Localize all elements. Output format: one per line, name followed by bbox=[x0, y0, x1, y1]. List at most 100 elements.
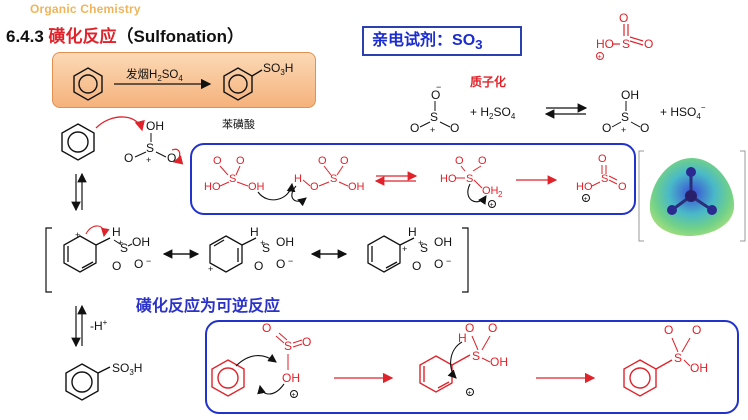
sigma-complex-2 bbox=[209, 235, 257, 273]
svg-text:O: O bbox=[134, 257, 143, 271]
svg-text:O: O bbox=[431, 88, 440, 102]
svg-text:O: O bbox=[236, 155, 245, 167]
svg-text:OH: OH bbox=[482, 185, 499, 197]
svg-text:OH: OH bbox=[146, 119, 164, 133]
svg-text:O: O bbox=[602, 121, 611, 135]
benzene-attacking bbox=[61, 123, 95, 161]
svg-text:+: + bbox=[621, 125, 626, 135]
svg-text:O: O bbox=[488, 321, 497, 335]
svg-text:−: − bbox=[288, 256, 293, 266]
svg-text:S: S bbox=[284, 339, 292, 353]
product-red-substituents: S O O OH bbox=[664, 323, 708, 375]
svg-text:O: O bbox=[318, 155, 327, 167]
svg-text:HO: HO bbox=[440, 173, 457, 185]
svg-text:OH: OH bbox=[276, 235, 294, 249]
svg-text:O: O bbox=[478, 155, 487, 167]
fuming-h2so4: 发烟H bbox=[126, 67, 157, 81]
sulfonation-mechanism-box bbox=[205, 320, 739, 414]
sigma-complex-3 bbox=[367, 235, 415, 273]
protonation-title: 质子化 bbox=[470, 75, 507, 89]
benzene-reactant bbox=[73, 67, 103, 101]
svg-text:SO3H: SO3H bbox=[263, 61, 293, 77]
electrophile-label: 亲电试剂： bbox=[372, 32, 453, 49]
sigma-complex-1 bbox=[63, 235, 111, 273]
svg-text:−: − bbox=[146, 256, 151, 266]
svg-text:+: + bbox=[584, 196, 588, 203]
section-title-cn: 磺化反应 bbox=[48, 27, 117, 46]
deprotonation-label: -H+ bbox=[90, 318, 108, 333]
svg-text:O: O bbox=[262, 321, 271, 335]
svg-text:O: O bbox=[434, 257, 443, 271]
svg-text:O: O bbox=[340, 155, 349, 167]
svg-text:O: O bbox=[598, 153, 607, 165]
svg-text:O: O bbox=[664, 323, 673, 337]
svg-text:+: + bbox=[292, 392, 296, 399]
svg-text:O: O bbox=[276, 257, 285, 271]
svg-text:S: S bbox=[466, 173, 473, 185]
electrophile-subscript: 3 bbox=[475, 37, 483, 53]
svg-text:+ HSO4−: + HSO4− bbox=[660, 103, 706, 121]
svg-text:H: H bbox=[458, 331, 467, 345]
svg-text:O: O bbox=[619, 11, 628, 25]
svg-text:O: O bbox=[618, 181, 627, 193]
benzenesulfonic-acid-name: 苯磺酸 bbox=[222, 117, 255, 131]
svg-text:+: + bbox=[118, 238, 123, 248]
svg-text:H: H bbox=[294, 173, 302, 185]
svg-text:O: O bbox=[310, 181, 319, 193]
svg-text:S: S bbox=[472, 349, 480, 363]
svg-text:+: + bbox=[146, 155, 151, 165]
svg-text:O: O bbox=[640, 121, 649, 135]
electrophile-formula: SO bbox=[452, 32, 476, 49]
section-number: 6.4.3 bbox=[6, 27, 44, 46]
section-title-en: （Sulfonation） bbox=[116, 27, 245, 46]
sigma-complex-red bbox=[419, 354, 471, 393]
svg-text:SO3H: SO3H bbox=[112, 361, 142, 377]
svg-text:O: O bbox=[213, 155, 222, 167]
protonated-so3-top: HO S O O + bbox=[596, 11, 653, 61]
svg-text:+: + bbox=[598, 54, 602, 61]
svg-text:O: O bbox=[412, 259, 421, 273]
electrophile-box: 亲电试剂：SO3 bbox=[362, 26, 522, 56]
svg-text:+: + bbox=[418, 238, 423, 248]
svg-text:OH: OH bbox=[282, 371, 300, 385]
svg-text:OH: OH bbox=[132, 235, 150, 249]
benzenesulfonic-acid-red bbox=[623, 359, 673, 397]
hso3-product-red: HO S O O + bbox=[576, 153, 627, 203]
svg-text:O: O bbox=[124, 151, 133, 165]
section-title: 6.4.3 磺化反应（Sulfonation） bbox=[6, 22, 244, 47]
svg-text:O: O bbox=[410, 121, 419, 135]
attack-arrow bbox=[95, 116, 145, 132]
svg-text:S: S bbox=[430, 110, 438, 124]
benzenesulfonic-acid-bottom bbox=[65, 363, 111, 401]
svg-text:S: S bbox=[674, 351, 682, 365]
svg-text:−: − bbox=[446, 256, 451, 266]
svg-text:OH: OH bbox=[690, 361, 708, 375]
svg-text:O: O bbox=[450, 121, 459, 135]
svg-text:O: O bbox=[254, 259, 263, 273]
svg-text:O: O bbox=[112, 259, 121, 273]
svg-text:+: + bbox=[490, 202, 494, 209]
svg-text:S: S bbox=[146, 141, 154, 155]
svg-text:+: + bbox=[75, 230, 80, 240]
svg-text:+: + bbox=[260, 238, 265, 248]
svg-text:OH: OH bbox=[621, 88, 639, 102]
svg-text:HO: HO bbox=[596, 37, 614, 51]
svg-text:H: H bbox=[250, 225, 259, 239]
svg-text:S: S bbox=[601, 173, 608, 185]
svg-text:O: O bbox=[302, 335, 311, 349]
svg-text:HO: HO bbox=[576, 181, 593, 193]
svg-text:+: + bbox=[430, 125, 435, 135]
svg-text:发烟H2SO4: 发烟H2SO4 bbox=[126, 67, 183, 83]
so3-3d-model bbox=[638, 150, 746, 242]
svg-text:O: O bbox=[692, 323, 701, 337]
